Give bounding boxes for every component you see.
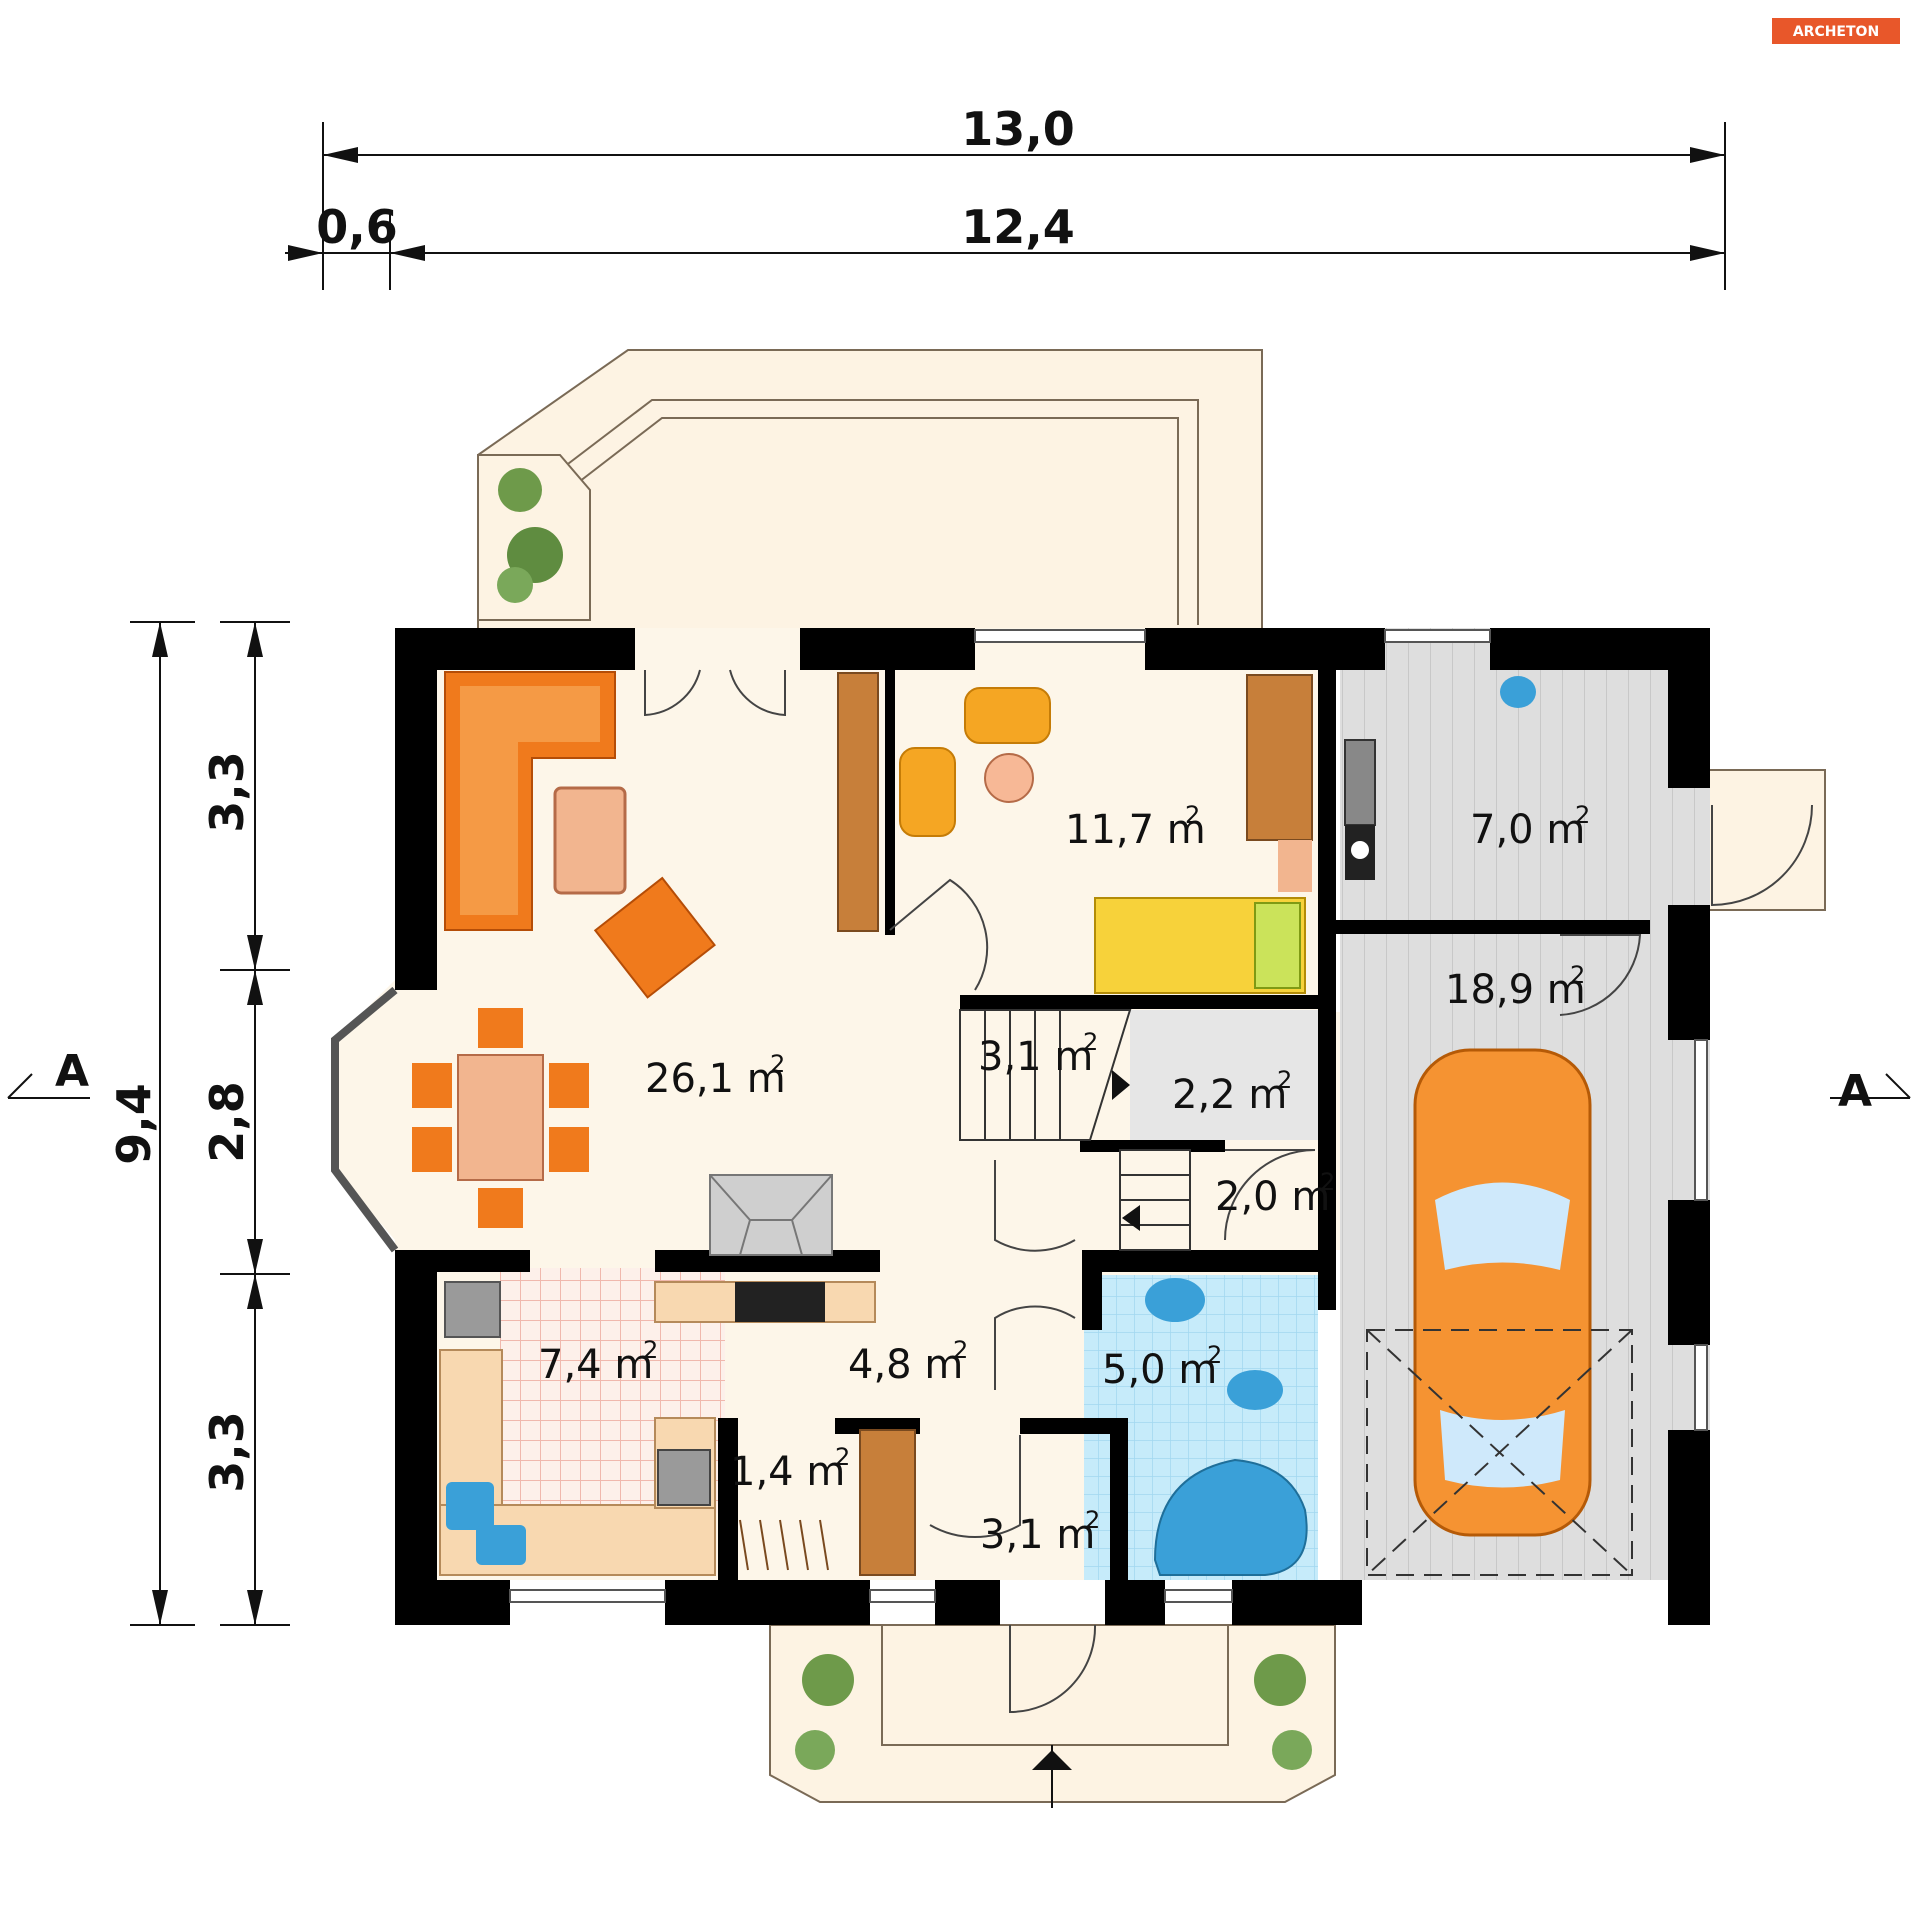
sink-icon <box>1500 676 1536 708</box>
dim-segment-bottom: 3,3 <box>200 1411 254 1493</box>
svg-text:2,2 m: 2,2 m <box>1172 1072 1287 1118</box>
section-mark-right: A <box>1830 1066 1911 1117</box>
dim-offset: 0,6 <box>316 200 398 254</box>
corner-sofa <box>444 671 616 931</box>
svg-text:5,0 m: 5,0 m <box>1102 1347 1217 1393</box>
kitchen-counter <box>439 1281 716 1576</box>
svg-text:A: A <box>1838 1066 1872 1117</box>
fireplace <box>709 1174 833 1256</box>
room-label-bathroom: 5,0 m 2 <box>1102 1341 1222 1393</box>
room-label-vestibule: 3,1 m 2 <box>980 1506 1100 1558</box>
svg-text:2: 2 <box>770 1050 785 1078</box>
dim-segment-top: 3,3 <box>200 751 254 833</box>
dining-table <box>412 1008 589 1228</box>
svg-text:7,4 m: 7,4 m <box>538 1342 653 1388</box>
bathtub-icon <box>1153 1458 1308 1576</box>
planter-plant-icon <box>795 1654 1312 1770</box>
svg-text:ARCHETON: ARCHETON <box>1793 24 1879 40</box>
windows <box>331 629 1708 1603</box>
room-label-corridor: 2,0 m 2 <box>1215 1168 1335 1220</box>
hall-wardrobe <box>859 1429 916 1576</box>
dim-total-depth: 9,4 <box>107 1083 161 1165</box>
svg-text:2: 2 <box>1185 801 1200 829</box>
desk-chair <box>1278 840 1312 892</box>
room-label-storage: 2,2 m 2 <box>1172 1066 1292 1118</box>
svg-text:11,7 m: 11,7 m <box>1065 807 1206 853</box>
svg-text:2: 2 <box>1570 961 1585 989</box>
back-terrace <box>477 349 1263 636</box>
room-label-living: 26,1 m 2 <box>645 1050 786 1102</box>
front-terrace <box>769 1624 1336 1808</box>
bed <box>1094 897 1306 994</box>
svg-text:1,4 m: 1,4 m <box>730 1449 845 1495</box>
doors <box>644 669 1813 1714</box>
svg-text:2,0 m: 2,0 m <box>1215 1174 1330 1220</box>
top-dimensions <box>285 122 1726 290</box>
svg-text:2: 2 <box>1207 1341 1222 1369</box>
svg-text:3,1 m: 3,1 m <box>980 1512 1095 1558</box>
planter-plant-icon <box>497 468 563 603</box>
room-label-kitchen: 7,4 m 2 <box>538 1336 658 1388</box>
svg-text:2: 2 <box>1083 1028 1098 1056</box>
pantry-shelves <box>739 1519 829 1571</box>
room-label-office: 11,7 m 2 <box>1065 801 1206 853</box>
svg-text:26,1 m: 26,1 m <box>645 1056 786 1102</box>
room-label-garage: 18,9 m 2 <box>1445 961 1586 1013</box>
svg-text:3,1 m: 3,1 m <box>978 1034 1093 1080</box>
bath-sink-icon <box>1145 1278 1205 1322</box>
staircase <box>959 1009 1191 1251</box>
armchair <box>899 747 956 837</box>
svg-text:2: 2 <box>643 1336 658 1364</box>
coffee-table <box>553 786 627 895</box>
desk <box>1246 674 1313 841</box>
svg-text:A: A <box>55 1046 89 1097</box>
room-label-hall: 4,8 m 2 <box>848 1336 968 1388</box>
room-label-stairs: 3,1 m 2 <box>978 1028 1098 1080</box>
section-mark-left: A <box>7 1046 90 1099</box>
car <box>1413 1048 1592 1537</box>
round-table <box>984 753 1034 803</box>
armchair <box>964 687 1051 744</box>
wardrobe <box>837 672 879 932</box>
dim-inner-width: 12,4 <box>961 200 1075 254</box>
garage-door-swing <box>1366 1329 1633 1576</box>
svg-text:2: 2 <box>1085 1506 1100 1534</box>
armchair <box>593 876 716 999</box>
walls <box>395 628 1710 1625</box>
svg-text:2: 2 <box>953 1336 968 1364</box>
kitchen-island <box>654 1281 876 1323</box>
archeton-logo: ARCHETON <box>1772 18 1900 44</box>
boiler-icon <box>1344 739 1376 880</box>
dim-segment-middle: 2,8 <box>200 1081 254 1163</box>
svg-text:4,8 m: 4,8 m <box>848 1342 963 1388</box>
svg-text:18,9 m: 18,9 m <box>1445 967 1586 1013</box>
svg-text:2: 2 <box>1320 1168 1335 1196</box>
toilet-icon <box>1227 1370 1283 1410</box>
svg-text:7,0 m: 7,0 m <box>1470 807 1585 853</box>
svg-text:2: 2 <box>1277 1066 1292 1094</box>
dim-total-width: 13,0 <box>961 102 1075 156</box>
svg-text:2: 2 <box>1575 801 1590 829</box>
svg-text:2: 2 <box>835 1443 850 1471</box>
room-label-boiler: 7,0 m 2 <box>1470 801 1590 853</box>
room-label-pantry: 1,4 m 2 <box>730 1443 850 1495</box>
